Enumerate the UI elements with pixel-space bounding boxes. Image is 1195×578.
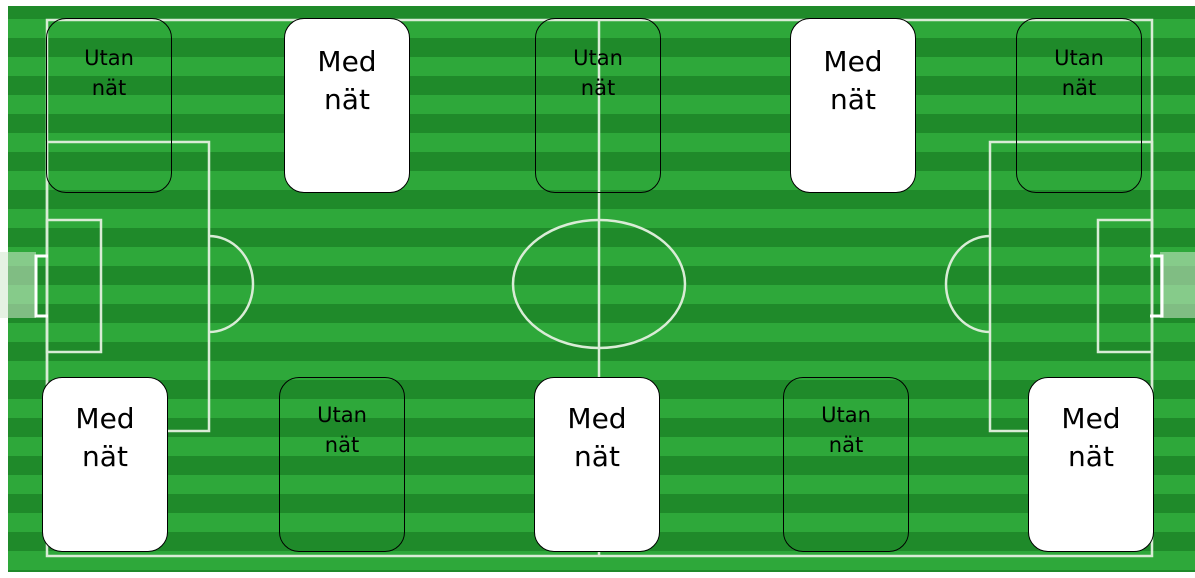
zone-label-line2: nät bbox=[830, 83, 876, 116]
zone-label-line1: Utan bbox=[821, 403, 871, 427]
zone-label-line1: Utan bbox=[84, 46, 134, 70]
left-goal-area bbox=[0, 252, 36, 318]
zone-label-line2: nät bbox=[324, 433, 360, 457]
zone-label-line1: Med bbox=[567, 402, 627, 435]
left-penalty-arc bbox=[208, 234, 255, 334]
zone-label-line2: nät bbox=[574, 440, 620, 473]
zone-label-line2: nät bbox=[580, 76, 616, 100]
right-goal-area bbox=[1160, 252, 1195, 318]
zone-label-line1: Utan bbox=[573, 46, 623, 70]
right-goal bbox=[1150, 254, 1164, 318]
zone-med-nat: Med nät bbox=[1028, 377, 1154, 552]
zone-med-nat: Med nät bbox=[42, 377, 168, 552]
zone-label-line1: Utan bbox=[1054, 46, 1104, 70]
zone-label-line2: nät bbox=[91, 76, 127, 100]
zone-label-line2: nät bbox=[1061, 76, 1097, 100]
right-penalty-arc bbox=[944, 234, 991, 334]
zone-label-line2: nät bbox=[82, 440, 128, 473]
zone-med-nat: Med nät bbox=[534, 377, 660, 552]
zone-utan-nat: Utan nät bbox=[279, 377, 405, 552]
zone-label-line1: Utan bbox=[317, 403, 367, 427]
zone-utan-nat: Utan nät bbox=[535, 18, 661, 193]
left-goal bbox=[34, 254, 48, 318]
zone-label-line1: Med bbox=[1061, 402, 1121, 435]
zone-label-line2: nät bbox=[324, 83, 370, 116]
centre-circle bbox=[511, 218, 687, 350]
zone-label-line1: Med bbox=[823, 45, 883, 78]
zone-label-line2: nät bbox=[1068, 440, 1114, 473]
zone-label-line1: Med bbox=[75, 402, 135, 435]
right-six-yard-box bbox=[1096, 218, 1154, 354]
zone-utan-nat: Utan nät bbox=[783, 377, 909, 552]
left-six-yard-box bbox=[45, 218, 103, 354]
zone-label-line2: nät bbox=[828, 433, 864, 457]
zone-utan-nat: Utan nät bbox=[46, 18, 172, 193]
zone-label-line1: Med bbox=[317, 45, 377, 78]
zone-utan-nat: Utan nät bbox=[1016, 18, 1142, 193]
zone-med-nat: Med nät bbox=[790, 18, 916, 193]
zone-med-nat: Med nät bbox=[284, 18, 410, 193]
